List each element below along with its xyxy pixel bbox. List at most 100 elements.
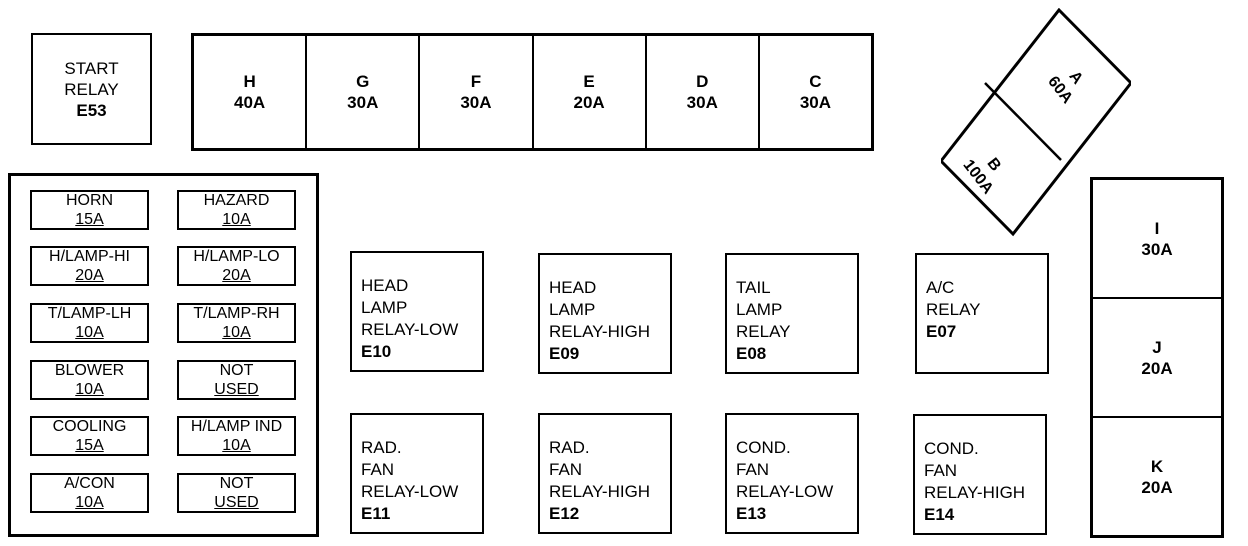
- fuse-e: E 20A: [534, 36, 647, 148]
- mini-fuse-horn: HORN 15A: [30, 190, 149, 230]
- mini-fuse-hazard: HAZARD 10A: [177, 190, 296, 230]
- fuse-rating: 20A: [1141, 477, 1173, 497]
- fuse-rating: 10A: [75, 324, 104, 341]
- start-relay: START RELAY E53: [31, 33, 152, 145]
- relay-line: FAN: [736, 460, 770, 479]
- fuse-rating: 40A: [233, 93, 266, 112]
- relay-line: TAIL: [736, 278, 771, 297]
- mini-fuse-not-used-2: NOT USED: [177, 473, 296, 513]
- fuse-rating: 30A: [799, 93, 832, 112]
- mini-fuse-panel: HORN 15A H/LAMP-HI 20A T/LAMP-LH 10A BLO…: [8, 173, 319, 537]
- relay-line: RELAY-HIGH: [924, 483, 1026, 502]
- fuse-rating: 10A: [222, 324, 251, 341]
- relay-code: E11: [361, 504, 391, 523]
- mini-fuse-hlamp-lo: H/LAMP-LO 20A: [177, 246, 296, 286]
- fuse-rating: 10A: [222, 211, 251, 228]
- fuse-label: T/LAMP-LH: [47, 305, 132, 322]
- fuse-label: H/LAMP-HI: [49, 248, 130, 265]
- fuse-label: T/LAMP-RH: [193, 305, 280, 322]
- fuse-label: HORN: [65, 192, 114, 209]
- relay-line: FAN: [361, 460, 395, 479]
- relay-line: LAMP: [549, 300, 596, 319]
- relay-code: E08: [736, 344, 767, 363]
- relay-line: RELAY-LOW: [736, 482, 834, 501]
- fuse-column-right: I 30A J 20A K 20A: [1090, 177, 1224, 538]
- fuse-rating: 30A: [347, 93, 379, 112]
- fuse-rating: USED: [214, 494, 259, 511]
- start-relay-line2: RELAY: [64, 79, 119, 99]
- fuse-rating: 20A: [75, 267, 104, 284]
- fuse-c: C 30A: [760, 36, 871, 148]
- fuse-rating: 20A: [222, 267, 251, 284]
- relay-line: RAD.: [361, 438, 402, 457]
- start-relay-line1: START: [64, 58, 119, 78]
- fuse-name: D: [696, 72, 709, 91]
- fuse-j: J 20A: [1093, 299, 1221, 418]
- mini-fuse-tlamp-rh: T/LAMP-RH 10A: [177, 303, 296, 343]
- fuse-label: NOT: [219, 362, 254, 379]
- fuse-label: COOLING: [52, 418, 127, 435]
- relay-e14: COND. FAN RELAY-HIGH E14: [913, 414, 1047, 535]
- fuse-name: C: [809, 72, 822, 91]
- fuse-rating: 10A: [222, 437, 251, 454]
- fuse-label: H/LAMP IND: [190, 418, 283, 435]
- fuse-rating: 10A: [75, 381, 104, 398]
- mini-fuse-not-used-1: NOT USED: [177, 360, 296, 400]
- relay-line: LAMP: [361, 298, 408, 317]
- relay-code: E10: [361, 342, 392, 361]
- fuse-name: F: [470, 72, 482, 91]
- fuse-label: A/CON: [64, 475, 115, 492]
- fuse-rating: 10A: [75, 494, 104, 511]
- mini-fuse-cooling: COOLING 15A: [30, 416, 149, 456]
- relay-line: HEAD: [549, 278, 597, 297]
- relay-e13: COND. FAN RELAY-LOW E13: [725, 413, 859, 534]
- relay-code: E09: [549, 344, 580, 363]
- relay-e08: TAIL LAMP RELAY E08: [725, 253, 859, 374]
- mini-fuse-hlamp-ind: H/LAMP IND 10A: [177, 416, 296, 456]
- relay-line: COND.: [736, 438, 791, 457]
- relay-line: RELAY-HIGH: [549, 482, 651, 501]
- fuse-rating: 15A: [75, 211, 104, 228]
- relay-line: LAMP: [736, 300, 783, 319]
- mini-fuse-hlamp-hi: H/LAMP-HI 20A: [30, 246, 149, 286]
- relay-line: RAD.: [549, 438, 590, 457]
- relay-code: E14: [924, 505, 955, 524]
- relay-code: E07: [926, 322, 957, 341]
- relay-line: RELAY-HIGH: [549, 322, 651, 341]
- relay-code: E13: [736, 504, 767, 523]
- fuse-name: G: [356, 72, 370, 91]
- fuse-name: E: [583, 72, 595, 91]
- relay-code: E12: [549, 504, 580, 523]
- fuse-f: F 30A: [420, 36, 534, 148]
- relay-e11: RAD. FAN RELAY-LOW E11: [350, 413, 484, 534]
- fuse-label: HAZARD: [203, 192, 270, 209]
- relay-line: RELAY-LOW: [361, 320, 459, 339]
- fuse-rating: 30A: [1141, 239, 1173, 259]
- fuse-label: NOT: [219, 475, 254, 492]
- relay-line: RELAY: [926, 300, 981, 319]
- fuse-name: K: [1150, 456, 1164, 476]
- fuse-i: I 30A: [1093, 180, 1221, 299]
- relay-line: FAN: [549, 460, 583, 479]
- fuse-rating: USED: [214, 381, 259, 398]
- relay-line: FAN: [924, 461, 958, 480]
- fuse-row-top: H 40A G 30A F 30A E 20A D 30A C 30A: [191, 33, 874, 151]
- fuse-k: K 20A: [1093, 418, 1221, 535]
- fuse-g: G 30A: [307, 36, 421, 148]
- fuse-label: H/LAMP-LO: [193, 248, 280, 265]
- mini-fuse-acon: A/CON 10A: [30, 473, 149, 513]
- fuse-name: H: [243, 72, 256, 91]
- fuse-rating: 30A: [686, 93, 718, 112]
- relay-line: RELAY-LOW: [361, 482, 459, 501]
- fuse-d: D 30A: [647, 36, 760, 148]
- fuse-name: I: [1154, 218, 1160, 238]
- fuse-h: H 40A: [194, 36, 308, 148]
- relay-e10: HEAD LAMP RELAY-LOW E10: [350, 251, 484, 372]
- fuse-rating: 20A: [1141, 358, 1173, 378]
- mini-fuse-blower: BLOWER 10A: [30, 360, 149, 400]
- fuse-ab-diamond: A 60A B 100A: [941, 8, 1131, 237]
- relay-e12: RAD. FAN RELAY-HIGH E12: [538, 413, 672, 534]
- relay-e07: A/C RELAY E07: [915, 253, 1049, 374]
- relay-line: HEAD: [361, 276, 409, 295]
- relay-e09: HEAD LAMP RELAY-HIGH E09: [538, 253, 672, 374]
